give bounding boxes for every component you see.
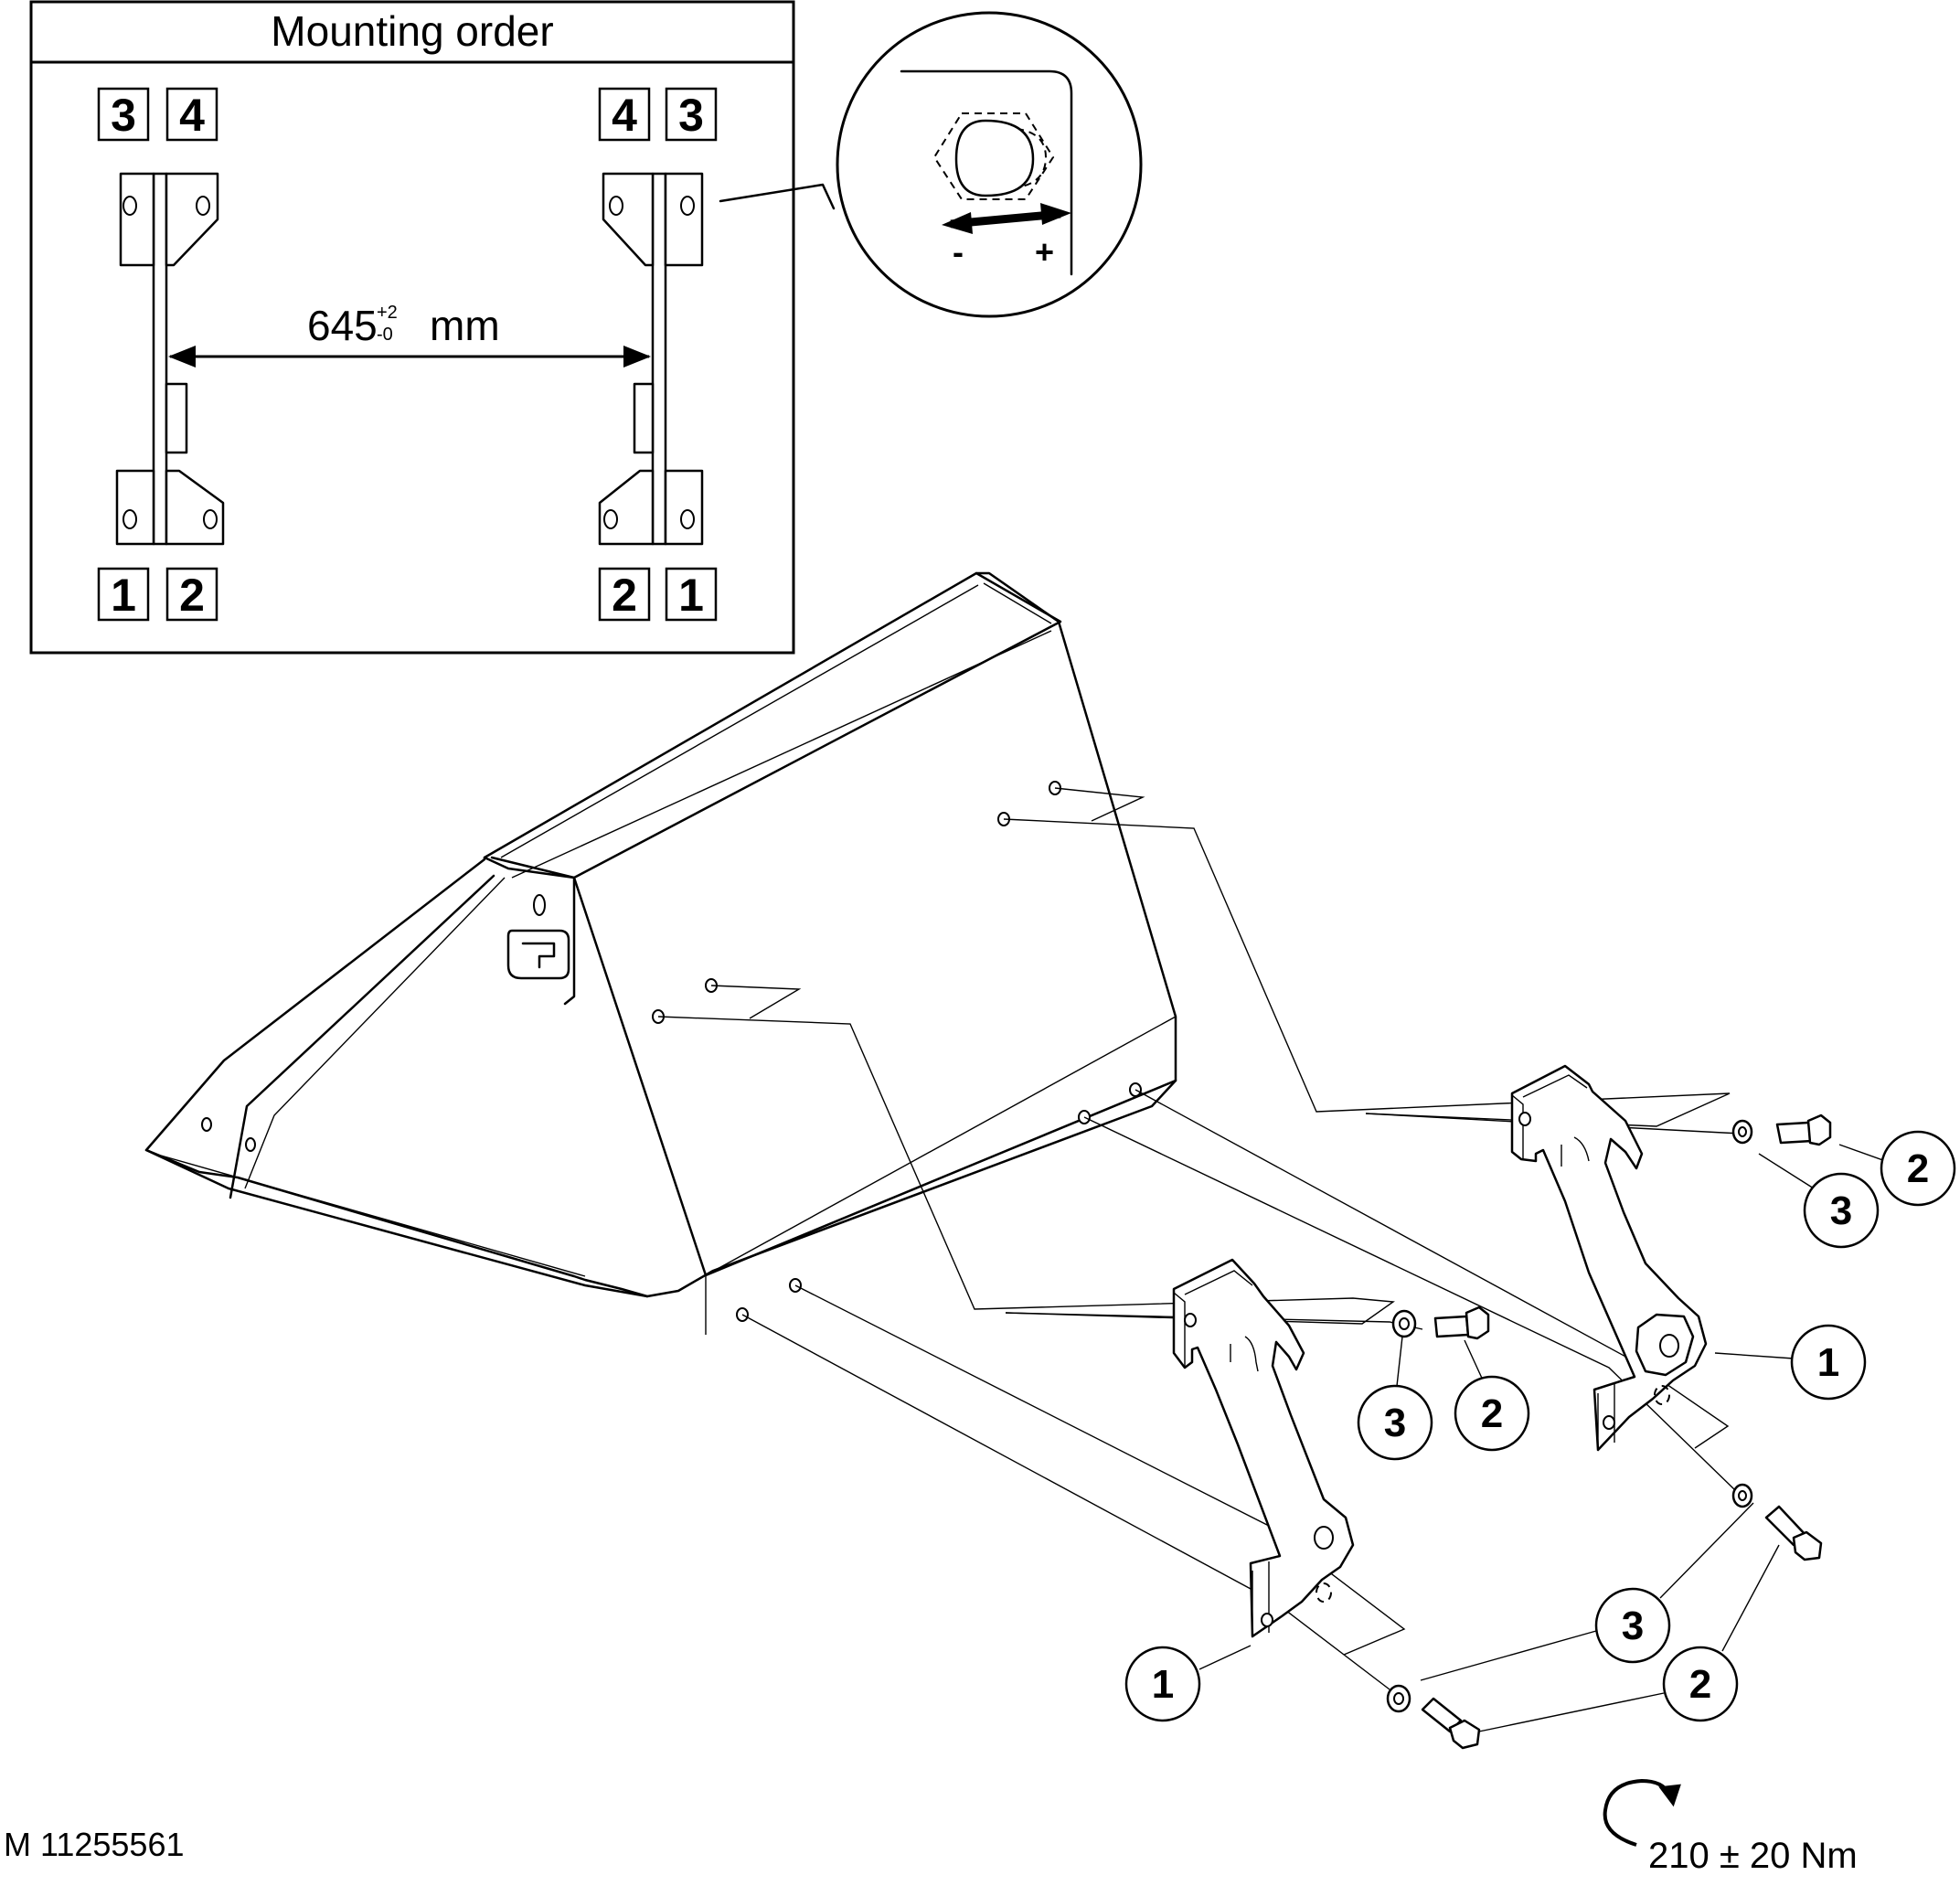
order-box-label: 1 — [678, 570, 704, 621]
torque-rotate-icon — [1603, 1778, 1671, 1847]
distance-tolerance-plus: +2 — [377, 303, 398, 323]
callout-label: 1 — [1152, 1662, 1174, 1707]
callout-label: 2 — [1907, 1146, 1929, 1191]
order-box-label: 3 — [111, 90, 136, 141]
callouts: 2 3 1 3 2 3 2 1 — [1124, 1130, 1956, 1732]
mounting-order-panel: Mounting order 3 4 4 3 1 2 2 1 — [29, 0, 836, 655]
bucket — [144, 571, 1177, 1335]
callout-label: 2 — [1689, 1662, 1711, 1707]
order-box-label: 4 — [612, 90, 637, 141]
adjust-minus-label: - — [953, 233, 964, 271]
order-boxes: 3 4 4 3 1 2 2 1 — [97, 87, 718, 622]
order-box-label: 2 — [612, 570, 637, 621]
panel-title: Mounting order — [271, 7, 553, 55]
distance-unit: mm — [430, 302, 500, 349]
bracket-right — [1510, 1064, 1708, 1452]
fasteners — [1386, 1113, 1832, 1750]
order-box-label: 2 — [179, 570, 205, 621]
callout-bolt-middle — [1454, 1375, 1530, 1452]
right-frame-topview — [598, 172, 704, 546]
slot-adjustment-detail: - + — [836, 11, 1143, 318]
callout-washer-upper — [1803, 1172, 1880, 1249]
callout-bracket-right — [1790, 1324, 1867, 1401]
callout-bolt-lower — [1662, 1646, 1739, 1722]
callout-bracket-left — [1124, 1646, 1201, 1722]
callout-label: 3 — [1384, 1401, 1406, 1445]
order-box-label: 4 — [179, 90, 205, 141]
torque-value: 210 ± 20 Nm — [1648, 1836, 1858, 1876]
callout-washer-middle — [1357, 1384, 1433, 1461]
callout-label: 3 — [1830, 1188, 1852, 1233]
callout-washer-lower — [1594, 1587, 1671, 1664]
left-frame-topview — [115, 172, 225, 546]
callout-label: 3 — [1622, 1604, 1644, 1648]
torque-spec: 210 ± 20 Nm — [1603, 1778, 1858, 1876]
order-box-label: 3 — [678, 90, 704, 141]
callout-label: 2 — [1481, 1391, 1503, 1436]
distance-dimension: 645 +2 -0 mm — [168, 302, 651, 368]
bracket-left — [1172, 1258, 1355, 1638]
order-box-label: 1 — [111, 570, 136, 621]
distance-tolerance-minus: -0 — [377, 325, 393, 345]
drawing-id: M 11255561 — [4, 1826, 185, 1863]
distance-value: 645 — [307, 302, 378, 349]
callout-label: 1 — [1817, 1340, 1839, 1385]
callout-bolt-upper — [1880, 1130, 1956, 1207]
adjust-plus-label: + — [1035, 233, 1054, 271]
detail-leader — [719, 183, 836, 210]
